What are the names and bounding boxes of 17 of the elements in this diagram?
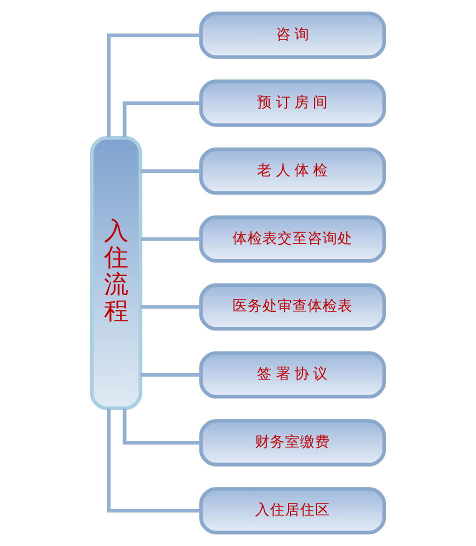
node-box: 签 署 协 议 bbox=[199, 351, 386, 399]
node-box: 预 订 房 间 bbox=[199, 80, 386, 127]
node-box: 老 人 体 检 bbox=[199, 147, 386, 195]
node-box: 咨 询 bbox=[199, 12, 386, 59]
node-box: 体检表交至咨询处 bbox=[199, 215, 386, 263]
connector bbox=[122, 101, 201, 138]
connector bbox=[140, 373, 201, 377]
node-box: 入住流程 bbox=[90, 136, 142, 410]
connector bbox=[107, 33, 201, 138]
connector bbox=[140, 237, 201, 241]
connector bbox=[107, 408, 201, 513]
node-box: 财务室缴费 bbox=[199, 419, 386, 466]
node-box: 入住居住区 bbox=[199, 487, 386, 534]
connector bbox=[140, 169, 201, 173]
connector bbox=[122, 408, 201, 445]
connector bbox=[140, 305, 201, 309]
node-box: 医务处审查体检表 bbox=[199, 283, 386, 331]
